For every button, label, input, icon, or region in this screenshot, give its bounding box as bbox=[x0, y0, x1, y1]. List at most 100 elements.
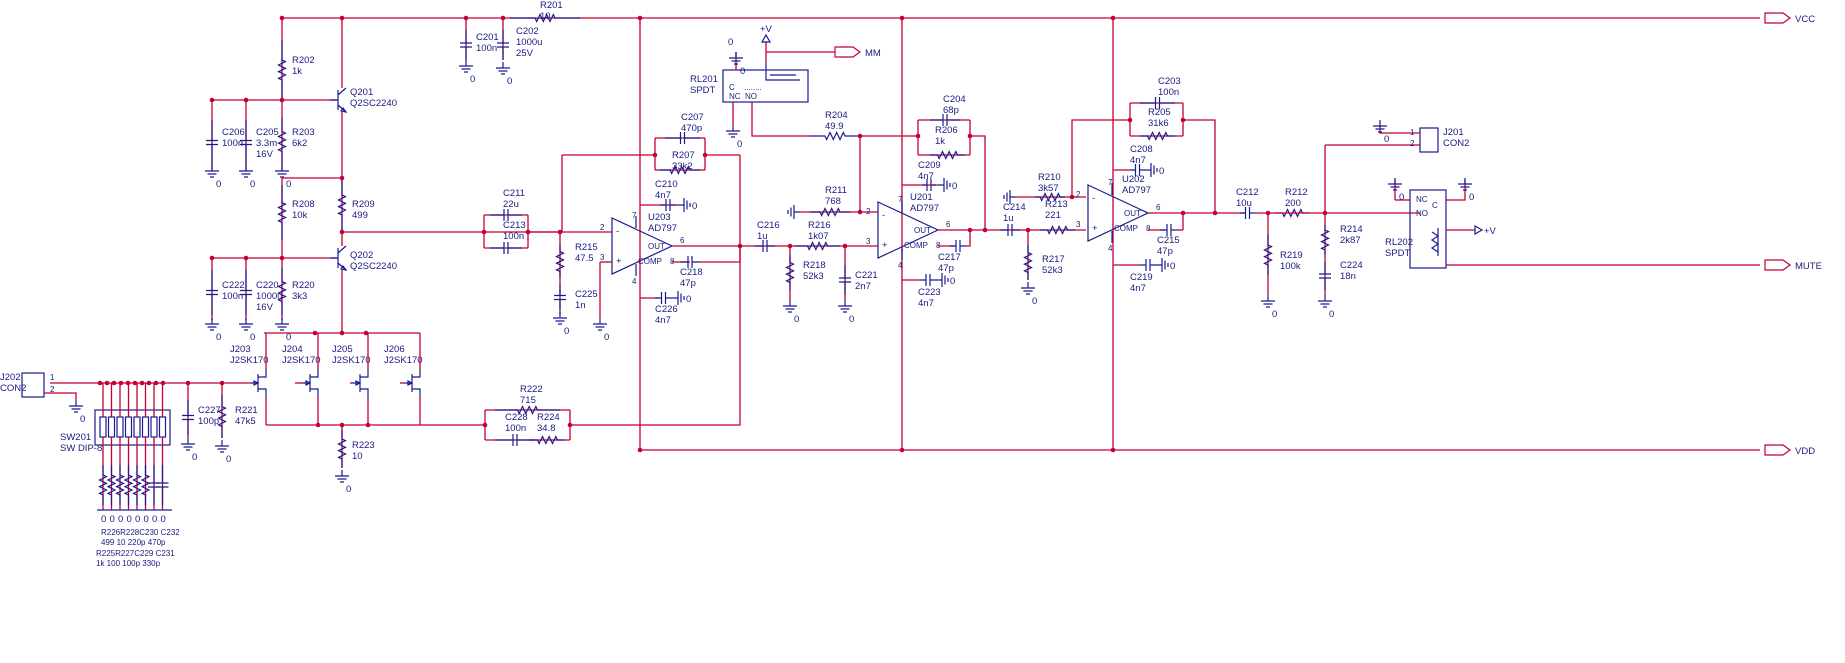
j203-gate-arrow-icon bbox=[253, 380, 260, 386]
r215-resistor-symbol bbox=[555, 245, 565, 278]
r219-ref-label: R219 bbox=[1280, 250, 1303, 261]
j203-ref-label: J203 bbox=[230, 344, 251, 355]
r204-value-label: 49.9 bbox=[825, 121, 844, 132]
sw201-value-label: SW DIP-8 bbox=[60, 443, 102, 454]
ground-zero-label: 0 bbox=[1384, 134, 1389, 145]
ground-zero-label: 0 bbox=[1329, 309, 1334, 320]
r209-resistor-symbol bbox=[337, 180, 347, 230]
u202-pin3-label: 3 bbox=[1076, 220, 1081, 229]
r224-resistor-symbol bbox=[530, 435, 565, 445]
c217-ref-label: C217 bbox=[938, 252, 961, 263]
u203-value-label: AD797 bbox=[648, 223, 677, 234]
rl202-no-label: NO bbox=[1416, 209, 1428, 218]
r222-value-label: 715 bbox=[520, 395, 536, 406]
ground-icon bbox=[1003, 190, 1016, 204]
ground-zero-label: 0 bbox=[152, 514, 157, 525]
junction-dot bbox=[482, 422, 488, 428]
r210-value-label: 3k57 bbox=[1038, 183, 1059, 194]
c208-ref-label: C208 bbox=[1130, 144, 1153, 155]
dip-r-resistor-symbol bbox=[123, 465, 134, 505]
ground-zero-label: 0 bbox=[952, 181, 957, 192]
dip-switch-lever bbox=[150, 416, 158, 438]
ground-zero-label: 0 bbox=[686, 294, 691, 305]
mm-port-icon bbox=[834, 46, 862, 58]
c202-value-label: 1000u bbox=[516, 37, 542, 48]
j201-pin1-label: 1 bbox=[1410, 128, 1415, 137]
c217-value-label: 47p bbox=[938, 263, 954, 274]
q202-emitter-arrow-icon bbox=[340, 264, 348, 271]
ground-icon bbox=[787, 205, 800, 219]
u202-minus-label: - bbox=[1092, 193, 1095, 204]
r222-ref-label: R222 bbox=[520, 384, 543, 395]
c204-capacitor-symbol bbox=[930, 114, 960, 126]
r221-value-label: 47k5 bbox=[235, 416, 256, 427]
r202-value-label: 1k bbox=[292, 66, 302, 77]
c218-ref-label: C218 bbox=[680, 267, 703, 278]
r220-value-label: 3k3 bbox=[292, 291, 307, 302]
wire bbox=[700, 246, 741, 263]
c218-value-label: 47p bbox=[680, 278, 696, 289]
junction-dot bbox=[153, 380, 159, 386]
u201-value-label: AD797 bbox=[910, 203, 939, 214]
u201-pin6-label: 6 bbox=[946, 220, 951, 229]
r213-value-label: 221 bbox=[1045, 210, 1061, 221]
ground-zero-label: 0 bbox=[740, 66, 745, 77]
ground-zero-label: 0 bbox=[950, 276, 955, 287]
ground-zero-label: 0 bbox=[118, 514, 123, 525]
j201-connector-symbol bbox=[1419, 127, 1439, 153]
ground-icon bbox=[275, 318, 289, 331]
rl201-ref-label: RL201 bbox=[690, 74, 718, 85]
ground-zero-label: 0 bbox=[737, 139, 742, 150]
ground-zero-label: 0 bbox=[226, 454, 231, 465]
c228-value-label: 100n bbox=[505, 423, 526, 434]
c221-capacitor-symbol bbox=[839, 265, 851, 295]
c209-ref-label: C209 bbox=[918, 160, 941, 171]
j201-value-label: CON2 bbox=[1443, 138, 1469, 149]
r201-resistor-symbol bbox=[510, 13, 580, 23]
mute-port-label: MUTE bbox=[1795, 261, 1822, 272]
ground-zero-label: 0 bbox=[849, 314, 854, 325]
ground-zero-label: 0 bbox=[507, 76, 512, 87]
c212-capacitor-symbol bbox=[1240, 207, 1255, 219]
c222-capacitor-symbol bbox=[206, 270, 218, 315]
r203-resistor-symbol bbox=[277, 118, 287, 165]
c207-ref-label: C207 bbox=[681, 112, 704, 123]
u202-comp-label: COMP bbox=[1114, 224, 1138, 233]
dip-r-resistor-symbol bbox=[132, 465, 142, 505]
c227-ref-label: C227 bbox=[198, 405, 221, 416]
ground-zero-label: 0 bbox=[216, 179, 221, 190]
r202-resistor-symbol bbox=[277, 40, 287, 100]
c214-value-label: 1u bbox=[1003, 213, 1014, 224]
dip-switch-lever bbox=[99, 416, 107, 438]
c215-capacitor-symbol bbox=[1160, 224, 1178, 236]
r215-value-label: 47.5 bbox=[575, 253, 594, 264]
dip-switch-lever bbox=[107, 416, 116, 438]
junction-dot bbox=[363, 330, 369, 336]
r206-value-label: 1k bbox=[935, 136, 945, 147]
ground-zero-label: 0 bbox=[192, 452, 197, 463]
mute-port-icon bbox=[1764, 259, 1792, 271]
c216-capacitor-symbol bbox=[755, 240, 775, 252]
junction-dot bbox=[139, 380, 145, 386]
rl201-dots-label: ........ bbox=[744, 83, 762, 92]
c201-capacitor-symbol bbox=[460, 30, 472, 60]
ground-icon bbox=[726, 125, 740, 138]
u203-comp-label: COMP bbox=[638, 257, 662, 266]
junction-dot bbox=[312, 330, 318, 336]
dip-r-resistor-symbol bbox=[115, 465, 125, 505]
c215-value-label: 47p bbox=[1157, 246, 1173, 257]
r212-ref-label: R212 bbox=[1285, 187, 1308, 198]
u203-pin3-label: 3 bbox=[600, 253, 605, 262]
ground-icon bbox=[1318, 295, 1332, 308]
plusv-arrow-icon bbox=[760, 33, 772, 43]
u202-pin8-label: 8 bbox=[1146, 224, 1151, 233]
dip-bank-values-row2: 1k 100 100p 330p bbox=[96, 559, 161, 568]
r216-value-label: 1k07 bbox=[808, 231, 829, 242]
c226-ref-label: C226 bbox=[655, 304, 678, 315]
u201-pin4-label: 4 bbox=[898, 261, 903, 270]
ground-zero-label: 0 bbox=[286, 179, 291, 190]
j203-value-label: J2SK170 bbox=[230, 355, 269, 366]
c209-capacitor-symbol bbox=[922, 179, 936, 191]
ground-icon bbox=[729, 52, 743, 65]
r201-ref-label: R201 bbox=[540, 0, 563, 11]
